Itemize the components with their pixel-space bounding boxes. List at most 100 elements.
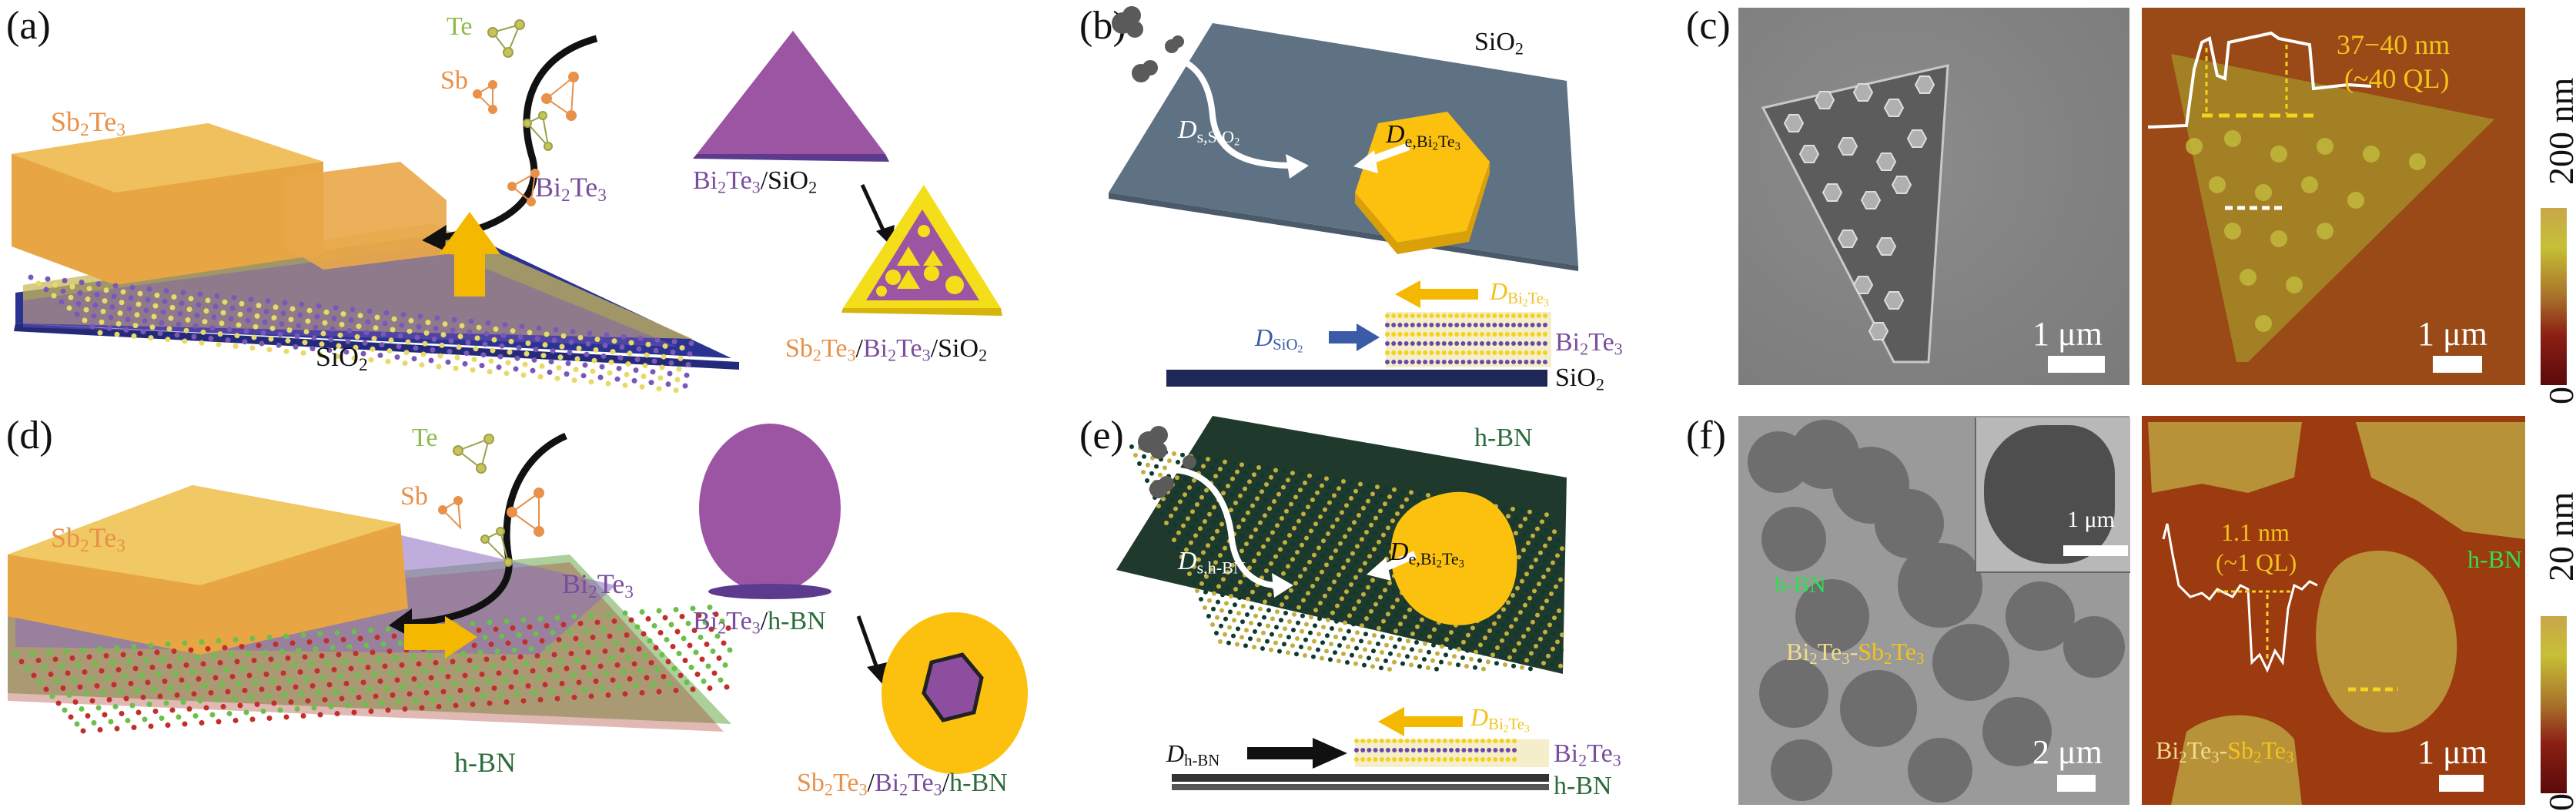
atom xyxy=(1538,550,1543,555)
atom xyxy=(159,320,165,326)
atom xyxy=(1529,651,1534,656)
atom xyxy=(1324,562,1329,568)
atom xyxy=(1323,491,1328,497)
atom xyxy=(2301,176,2318,193)
atom xyxy=(684,372,690,378)
atom xyxy=(123,327,129,333)
atom xyxy=(97,646,103,652)
panel-label-e: (e) xyxy=(1079,414,1124,457)
sem-island xyxy=(1906,129,1928,148)
atom xyxy=(1224,601,1229,606)
atom xyxy=(639,609,645,615)
atom xyxy=(1266,608,1271,613)
atom xyxy=(1519,594,1524,599)
atom xyxy=(245,651,251,656)
atom xyxy=(331,315,337,321)
atom xyxy=(100,308,106,314)
atom xyxy=(12,652,18,658)
atom xyxy=(1297,503,1302,508)
atom xyxy=(1183,492,1187,498)
sem-island xyxy=(1814,91,1835,109)
atom xyxy=(1360,521,1365,526)
atom xyxy=(396,699,402,705)
atom xyxy=(1414,640,1419,645)
atom xyxy=(405,669,411,675)
sem-flake-c xyxy=(1761,64,1949,364)
atom xyxy=(2186,138,2203,155)
atom xyxy=(1236,611,1241,616)
atom xyxy=(2255,184,2272,201)
atom xyxy=(596,642,602,647)
atom xyxy=(1265,552,1270,558)
atom xyxy=(1280,500,1285,505)
atom xyxy=(547,369,553,375)
atom xyxy=(265,298,271,304)
atom xyxy=(491,337,497,343)
atom xyxy=(1172,451,1176,456)
atom xyxy=(571,614,577,619)
atom xyxy=(1474,649,1478,655)
atom xyxy=(89,698,95,704)
atom xyxy=(1267,592,1272,598)
atom xyxy=(1547,638,1551,643)
atom xyxy=(654,667,661,672)
atom xyxy=(1504,646,1508,652)
atom xyxy=(1504,313,1510,318)
atom xyxy=(405,339,411,345)
atom xyxy=(288,317,294,323)
atom xyxy=(274,663,280,669)
atom xyxy=(1286,548,1291,554)
atom xyxy=(1346,558,1350,563)
atom xyxy=(251,334,257,340)
atom xyxy=(450,659,456,665)
atom xyxy=(354,333,360,340)
label-sio2-top-b: SiO2 xyxy=(1474,28,1524,59)
atom xyxy=(493,326,499,332)
sem-island xyxy=(1875,237,1897,256)
atom xyxy=(681,635,687,642)
atom xyxy=(160,656,166,662)
atom xyxy=(1288,603,1293,608)
atom xyxy=(456,665,462,672)
atom xyxy=(334,354,340,360)
atom xyxy=(1178,499,1183,504)
atom xyxy=(117,689,123,695)
panel-label-c: (c) xyxy=(1686,4,1731,48)
atom xyxy=(91,313,97,319)
atom xyxy=(445,674,451,679)
atom xyxy=(557,659,564,665)
atom xyxy=(1473,341,1478,346)
atom xyxy=(1516,570,1521,575)
atom xyxy=(1372,633,1377,638)
atom xyxy=(430,347,436,353)
atom xyxy=(74,721,80,727)
atom xyxy=(1523,602,1527,608)
atom xyxy=(1310,584,1315,588)
atom xyxy=(608,359,614,365)
atom xyxy=(1403,360,1409,364)
atom xyxy=(297,312,303,318)
atom xyxy=(35,658,42,663)
atom xyxy=(411,356,417,362)
atom xyxy=(1511,360,1516,364)
atom xyxy=(1343,620,1347,625)
atom xyxy=(1340,510,1344,515)
atom xyxy=(75,300,82,307)
atom xyxy=(1235,469,1239,474)
atom xyxy=(154,649,160,655)
atom xyxy=(519,323,525,330)
atom xyxy=(311,705,317,711)
atom xyxy=(716,655,722,661)
atom xyxy=(1230,562,1235,568)
atom xyxy=(434,682,440,688)
atom xyxy=(1195,502,1199,507)
atom xyxy=(148,335,154,341)
label-d-surface-b: Ds,SiO2 xyxy=(1178,116,1240,149)
atom xyxy=(685,621,691,626)
atom xyxy=(345,338,351,344)
atom xyxy=(1210,536,1215,541)
atom xyxy=(1423,625,1428,631)
atom xyxy=(1460,332,1466,337)
atom xyxy=(1193,548,1197,554)
atom xyxy=(1486,360,1491,364)
